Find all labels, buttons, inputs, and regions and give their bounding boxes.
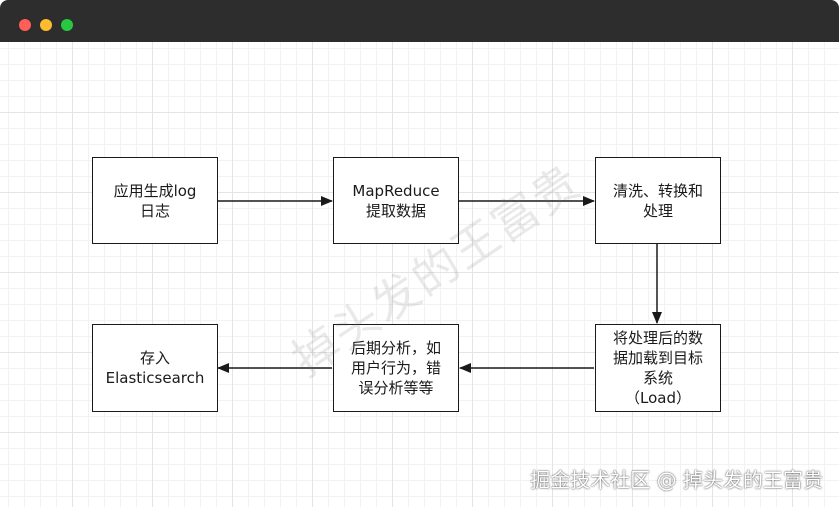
node-analysis-label: 后期分析，如 用户行为，错 误分析等等 [350,339,441,397]
node-load-target[interactable]: 将处理后的数 据加载到目标 系统 （Load） [595,324,721,412]
node-app-log[interactable]: 应用生成log 日志 [92,157,218,244]
node-analysis[interactable]: 后期分析，如 用户行为，错 误分析等等 [333,324,459,412]
node-app-log-label: 应用生成log 日志 [113,181,197,220]
node-elasticsearch[interactable]: 存入 Elasticsearch [92,324,218,412]
node-clean-transform[interactable]: 清洗、转换和 处理 [595,157,721,244]
node-mapreduce[interactable]: MapReduce 提取数据 [333,157,459,244]
node-load-target-label: 将处理后的数 据加载到目标 系统 （Load） [612,329,703,407]
maximize-window-button[interactable] [61,19,73,31]
credit-text: 掘金技术社区 @ 掉头发的王富贵 [530,468,823,492]
node-elasticsearch-label: 存入 Elasticsearch [105,349,205,387]
close-window-button[interactable] [19,19,31,31]
title-bar [0,0,839,42]
minimize-window-button[interactable] [40,19,52,31]
grid-canvas [0,42,839,507]
node-mapreduce-label: MapReduce 提取数据 [352,181,440,220]
node-clean-transform-label: 清洗、转换和 处理 [612,181,703,220]
